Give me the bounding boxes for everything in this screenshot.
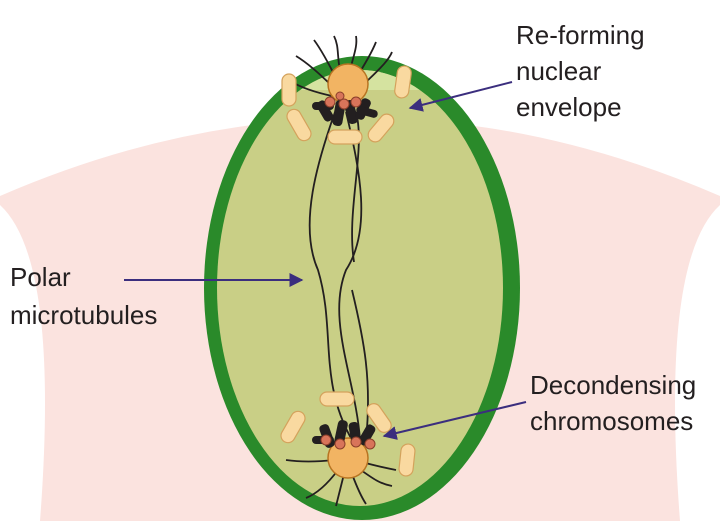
decondensing-label-line-2: chromosomes xyxy=(530,406,693,436)
polar-label-line-2: microtubules xyxy=(10,300,157,330)
reforming-envelope-label: Re-forming nuclear envelope xyxy=(516,20,645,122)
polar-label-line-1: Polar xyxy=(10,262,71,292)
reforming-label-line-3: envelope xyxy=(516,92,622,122)
reforming-label-line-1: Re-forming xyxy=(516,20,645,50)
reforming-label-line-2: nuclear xyxy=(516,56,602,86)
decondensing-label-line-1: Decondensing xyxy=(530,370,696,400)
top-nucleus xyxy=(328,64,368,104)
